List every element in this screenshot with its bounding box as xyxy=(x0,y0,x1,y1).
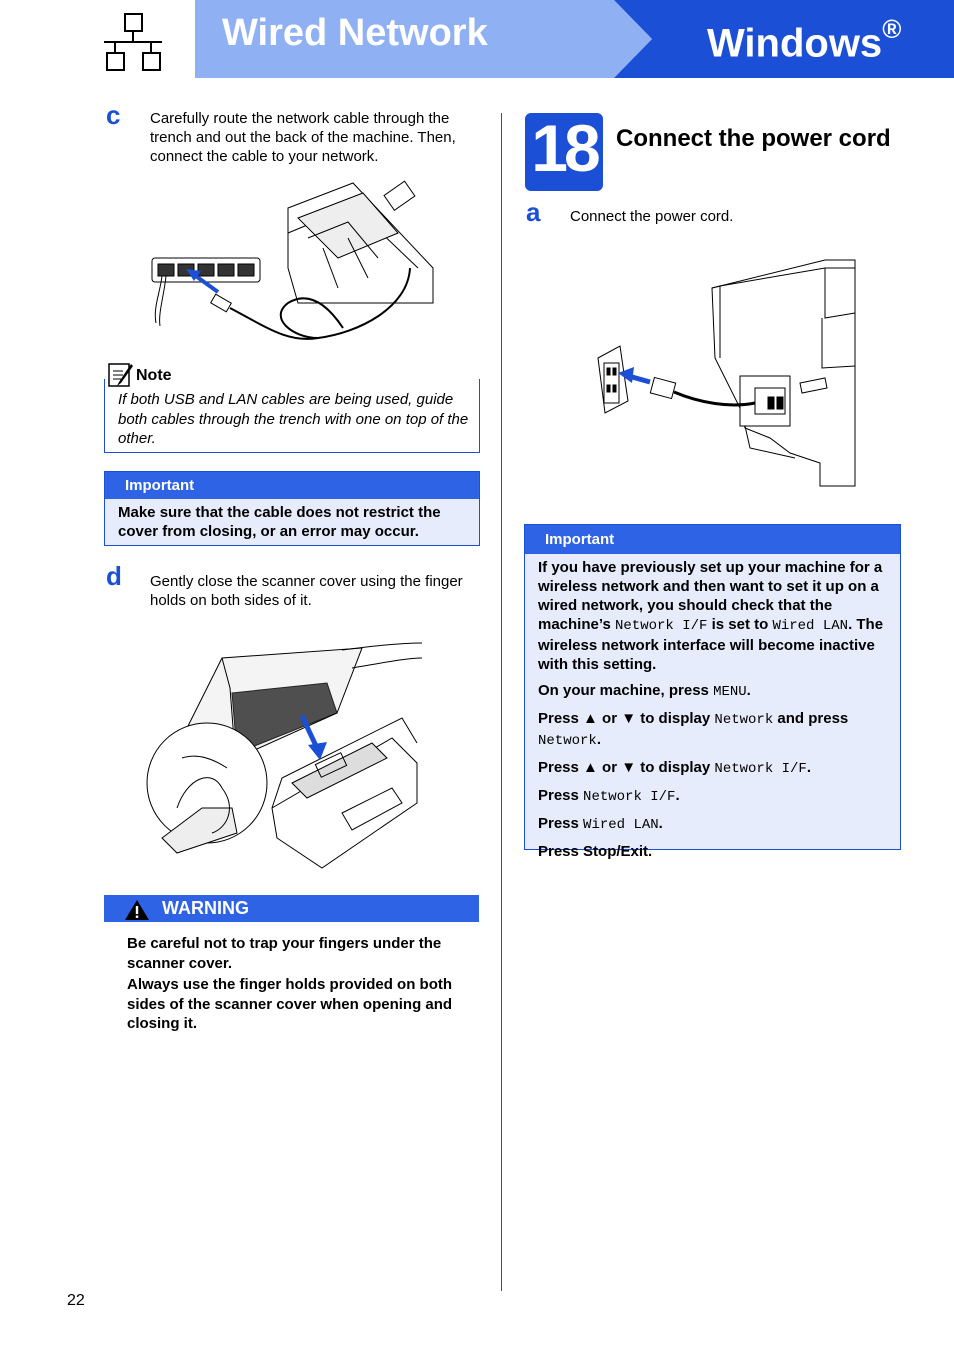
p4-text: Press ▲ or ▼ to display xyxy=(538,759,711,776)
p4-code-network-if: Network I/F xyxy=(714,761,807,777)
page-number: 22 xyxy=(67,1292,85,1309)
p1-text-a: If you have previously set up your machi… xyxy=(538,559,883,633)
step-title: Connect the power cord xyxy=(616,125,891,152)
p5-code-network-if: Network I/F xyxy=(583,789,676,805)
warning-label: WARNING xyxy=(162,898,249,918)
step-c-text: Carefully route the network cable throug… xyxy=(150,110,456,165)
p2-code-menu: MENU xyxy=(713,684,747,700)
step-number: 18 xyxy=(531,111,600,185)
p3-text-a: Press ▲ or ▼ to display xyxy=(538,710,711,727)
registered-symbol: ® xyxy=(882,14,902,44)
note-text: If both USB and LAN cables are being use… xyxy=(118,391,469,447)
p5-text: Press xyxy=(538,787,579,804)
important-para-1: If you have previously set up your machi… xyxy=(538,558,888,674)
header-icon-area xyxy=(0,0,195,78)
header-os-title: Windows® xyxy=(707,14,901,66)
p3-text-b: and press xyxy=(777,710,849,727)
important-box-right: Important If you have previously set up … xyxy=(524,524,901,860)
important-para-2: On your machine, press MENU. xyxy=(538,681,888,702)
step-d-text: Gently close the scanner cover using the… xyxy=(150,573,463,609)
network-topology-icon xyxy=(104,13,162,71)
important-body: If you have previously set up your machi… xyxy=(525,554,900,861)
column-divider xyxy=(501,113,502,1291)
p6-text: Press xyxy=(538,815,579,832)
note-box xyxy=(104,379,480,453)
header-section-band xyxy=(195,0,665,78)
p1-text-b: is set to xyxy=(711,616,769,633)
important-box-left: Important Make sure that the cable does … xyxy=(104,471,480,546)
p6-period: . xyxy=(658,815,663,832)
os-title-text: Windows xyxy=(707,21,883,66)
step-number-badge xyxy=(525,113,603,191)
important-para-4: Press ▲ or ▼ to display Network I/F. xyxy=(538,758,888,779)
step-a-text: Connect the power cord. xyxy=(570,208,734,225)
important-text: Make sure that the cable does not restri… xyxy=(118,504,441,540)
p6-code-wired-lan: Wired LAN xyxy=(583,817,659,833)
warning-text-2: Always use the finger holds provided on … xyxy=(127,976,453,1032)
note-pencil-icon xyxy=(108,363,133,387)
p4-period: . xyxy=(806,759,812,776)
header-os-band xyxy=(614,0,954,78)
warning-bar xyxy=(104,895,479,922)
scanner-cover-illustration xyxy=(146,642,423,869)
cable-routing-illustration xyxy=(151,180,434,340)
warning-text-1: Be careful not to trap your fingers unde… xyxy=(127,935,442,972)
important-para-7: Press Stop/Exit. xyxy=(538,843,653,860)
important-para-6: Press Wired LAN. xyxy=(538,814,888,835)
p2-period: . xyxy=(746,682,751,699)
p1-code-network-if: Network I/F xyxy=(614,618,708,634)
p1-code-wired-lan: Wired LAN xyxy=(772,618,849,634)
important-para-3: Press ▲ or ▼ to display Network and pres… xyxy=(538,709,888,751)
p3-code-network: Network xyxy=(714,712,774,728)
p3-code-network-2: Network xyxy=(538,733,597,749)
p5-period: . xyxy=(675,787,680,804)
important-label-right: Important xyxy=(525,525,900,554)
warning-triangle-icon xyxy=(125,900,149,920)
p1-text-c: . The wireless network interface will be… xyxy=(538,616,884,673)
power-cord-illustration xyxy=(597,259,856,487)
step-letter-a: a xyxy=(526,197,541,227)
important-para-5: Press Network I/F. xyxy=(538,786,888,807)
important-label: Important xyxy=(105,472,479,499)
header-section-title: Wired Network xyxy=(222,12,488,54)
step-letter-d: d xyxy=(106,561,122,591)
note-label: Note xyxy=(136,367,172,384)
step-letter-c: c xyxy=(106,100,121,130)
p3-period: . xyxy=(596,731,601,748)
p2-text: On your machine, press xyxy=(538,682,709,699)
